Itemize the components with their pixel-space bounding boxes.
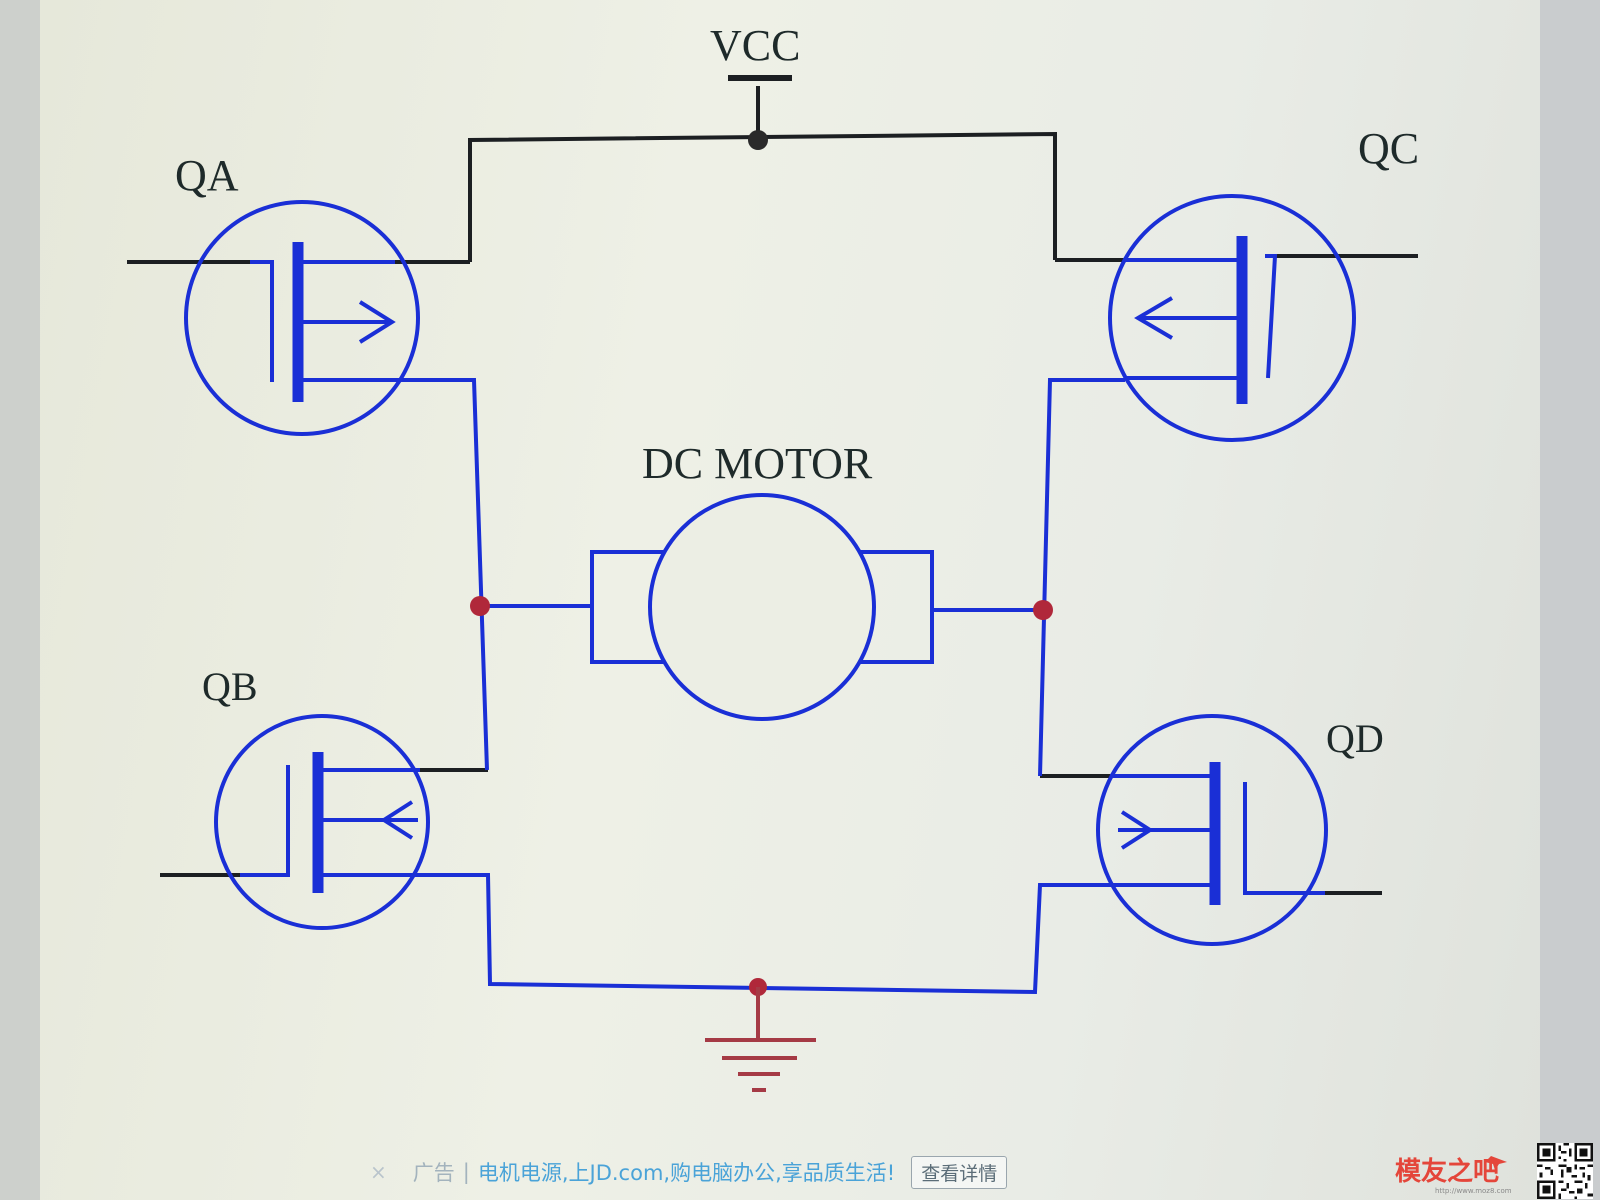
ground-symbol [705,987,816,1092]
view-details-button[interactable]: 查看详情 [911,1155,1008,1189]
motor-label: DC MOTOR [642,439,873,488]
airplane-icon [1485,1156,1507,1170]
qb-body [214,714,430,930]
qb-arrow-head [380,800,414,840]
mosfet-qa [184,200,420,436]
junction-left [470,596,490,616]
qa-body [184,200,420,436]
mosfet-qb [214,714,430,930]
mosfet-qd [1090,714,1328,946]
qc-gate [1265,254,1278,379]
watermark-url: http://www.moz8.com [1435,1187,1512,1195]
qa-arrow-head [358,300,396,344]
qr-code-icon [1537,1143,1593,1199]
qb-gate [240,765,290,877]
screen-bezel-right [1540,0,1600,1200]
qd-arrow-head [1120,810,1154,850]
qd-body [1096,714,1328,946]
qa-label: QA [175,151,239,200]
right-mid-wire [1038,378,1125,777]
ad-tag: 广告 [412,1161,455,1185]
vcc-label: VCC [710,21,800,70]
qc-label: QC [1358,124,1419,173]
qc-body [1108,194,1356,442]
gnd-rail [420,873,1090,995]
vcc-rail [468,131,1057,262]
ad-separator: | [462,1160,470,1184]
close-icon[interactable]: × [370,1160,387,1184]
ad-link[interactable]: 电机电源,上JD.com,购电脑办公,享品质生活! [477,1161,896,1185]
ad-bar: × 广告 | 电机电源,上JD.com,购电脑办公,享品质生活! 查看详情 [370,1152,1008,1192]
motor-body [648,493,876,721]
qc-arrow-head [1134,296,1174,340]
junction-vcc [748,130,768,150]
qa-gate [250,260,274,382]
screen-bezel-left [0,0,40,1200]
site-watermark-logo: 模友之吧 http://www.moz8.com [1395,1156,1512,1195]
qd-gate [1243,782,1325,895]
junction-right [1033,600,1053,620]
mosfet-qc [1108,194,1356,442]
dc-motor [590,493,934,721]
watermark-logo-text: 模友之吧 [1395,1156,1499,1187]
qb-label: QB [202,664,258,709]
left-mid-wire [395,378,489,771]
qd-label: QD [1326,716,1384,761]
